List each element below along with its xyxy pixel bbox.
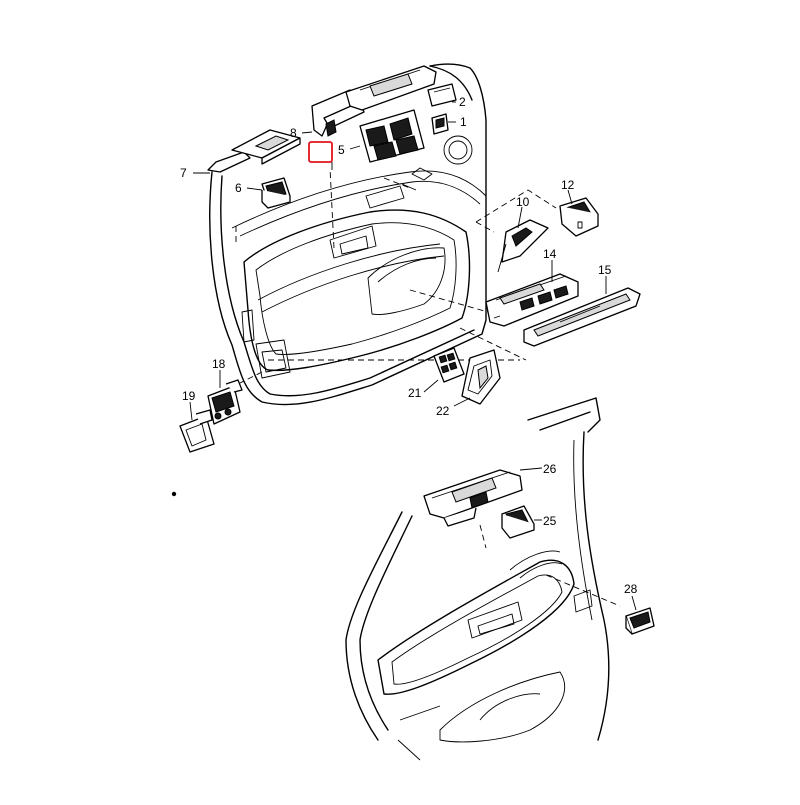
callout-12: 12	[561, 178, 575, 192]
part-2-top-frame	[345, 65, 457, 111]
rear-door-panel	[345, 397, 610, 761]
callout-10: 10	[516, 195, 530, 209]
part-12-switch	[559, 197, 599, 237]
part-14-switch-panel	[485, 273, 579, 327]
part-6-switch	[261, 177, 291, 209]
part-1-window-switch	[359, 109, 449, 163]
highlight-box	[308, 141, 333, 163]
callout-8: 8	[290, 126, 297, 140]
part-28-connector	[625, 607, 655, 635]
callout-28: 28	[624, 582, 638, 596]
stray-dot	[171, 491, 177, 497]
part-22-bezel	[461, 349, 501, 405]
callout-22: 22	[436, 404, 450, 418]
callout-14: 14	[543, 247, 557, 261]
part-10-bezel	[497, 219, 549, 273]
callouts: 1 2 5 6 7 8 10 12 14 15 18 19 21 22 25 2…	[180, 95, 638, 596]
callout-19: 19	[182, 389, 196, 403]
part-15-trim-strip	[523, 287, 641, 347]
assembly-lines	[229, 167, 621, 607]
callout-1: 1	[460, 115, 467, 129]
callout-5: 5	[338, 143, 345, 157]
part-7-trim-strip	[207, 129, 301, 173]
callout-15: 15	[598, 263, 612, 277]
leader-lines	[189, 101, 637, 611]
callout-7: 7	[180, 166, 187, 180]
part-25-switch	[501, 505, 535, 539]
part-18-switch	[207, 379, 243, 425]
callout-21: 21	[408, 386, 422, 400]
part-21-switch	[433, 347, 465, 383]
callout-26: 26	[543, 462, 557, 476]
callout-25: 25	[543, 514, 557, 528]
part-19-bezel	[179, 409, 215, 453]
callout-2: 2	[459, 95, 466, 109]
callout-6: 6	[235, 181, 242, 195]
part-26-switch-carrier	[423, 469, 523, 527]
front-door-panel	[209, 63, 487, 406]
callout-18: 18	[212, 357, 226, 371]
